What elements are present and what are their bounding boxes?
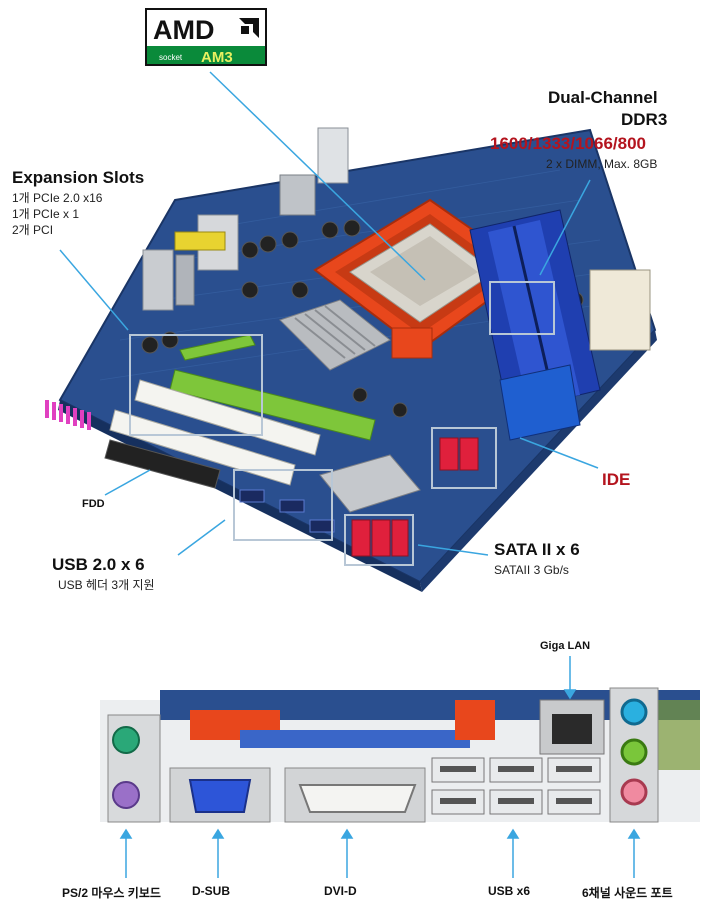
- usb-headers: [239, 489, 335, 533]
- rear-panel-photo: [100, 687, 700, 823]
- sata-connectors: [351, 437, 479, 557]
- fdd-label: FDD: [82, 498, 105, 510]
- usb-header-highlight: [233, 469, 333, 541]
- amd-socket-am3-logo: AMD socket AM3: [145, 8, 267, 66]
- dimm-highlight: [489, 281, 555, 335]
- ide-label: IDE: [602, 470, 631, 489]
- audio-mic-port: [620, 778, 648, 806]
- sata-heading: SATA II x 6: [494, 540, 580, 559]
- rear-port-label-dsub: D-SUB: [192, 884, 230, 898]
- atx-power-connector: [589, 269, 651, 351]
- rear-port-label-usb: USB x6: [488, 884, 531, 898]
- memory-heading-line2: DDR3: [621, 110, 668, 129]
- sata-detail: SATAII 3 Gb/s: [494, 563, 569, 577]
- ps2-keyboard-port: [112, 726, 140, 754]
- dvi-d-port: [298, 784, 417, 813]
- rear-port-label-ps2: PS/2 마우스 키보드: [62, 886, 161, 900]
- lan-port: [552, 714, 592, 744]
- expansion-line-pci: 2개 PCI: [12, 223, 54, 237]
- callout-lines: [59, 71, 599, 556]
- rear-callout-arrows: [119, 656, 641, 878]
- expansion-slots-highlight: [129, 334, 263, 436]
- ide-connector: [499, 364, 581, 441]
- memory-heading-line1: Dual-Channel: [548, 88, 658, 107]
- ide-sata-highlight: [431, 427, 497, 489]
- d-sub-port: [188, 779, 252, 813]
- southbridge-heatsink: [319, 454, 421, 513]
- socket-prefix-text: socket: [159, 53, 183, 62]
- rear-port-label-audio: 6채널 사운드 포트: [582, 886, 673, 900]
- amd-brand-text: AMD: [153, 15, 215, 45]
- expansion-line-pcie-x1: 1개 PCIe x 1: [12, 207, 80, 221]
- memory-detail: 2 x DIMM, Max. 8GB: [546, 157, 658, 171]
- memory-speeds: 1600/1333/1066/800: [490, 134, 646, 153]
- fdd-connector: [104, 439, 221, 489]
- sata-highlight: [344, 514, 414, 566]
- expansion-line-pcie-x16: 1개 PCIe 2.0 x16: [12, 191, 103, 205]
- ps2-mouse-port: [112, 781, 140, 809]
- chipset-heatsink: [279, 299, 391, 371]
- usb-heading: USB 2.0 x 6: [52, 555, 145, 574]
- socket-name-text: AM3: [201, 49, 233, 66]
- expansion-slot-group: [109, 334, 376, 486]
- audio-line-out-port: [620, 738, 648, 766]
- expansion-slots-heading: Expansion Slots: [12, 168, 145, 187]
- giga-lan-label: Giga LAN: [540, 640, 591, 652]
- rear-io-block: [142, 127, 349, 311]
- audio-line-in-port: [620, 698, 648, 726]
- usb-detail: USB 헤더 3개 지원: [58, 578, 155, 592]
- rear-port-label-dvi: DVI-D: [324, 884, 357, 898]
- front-panel-header: [45, 400, 91, 430]
